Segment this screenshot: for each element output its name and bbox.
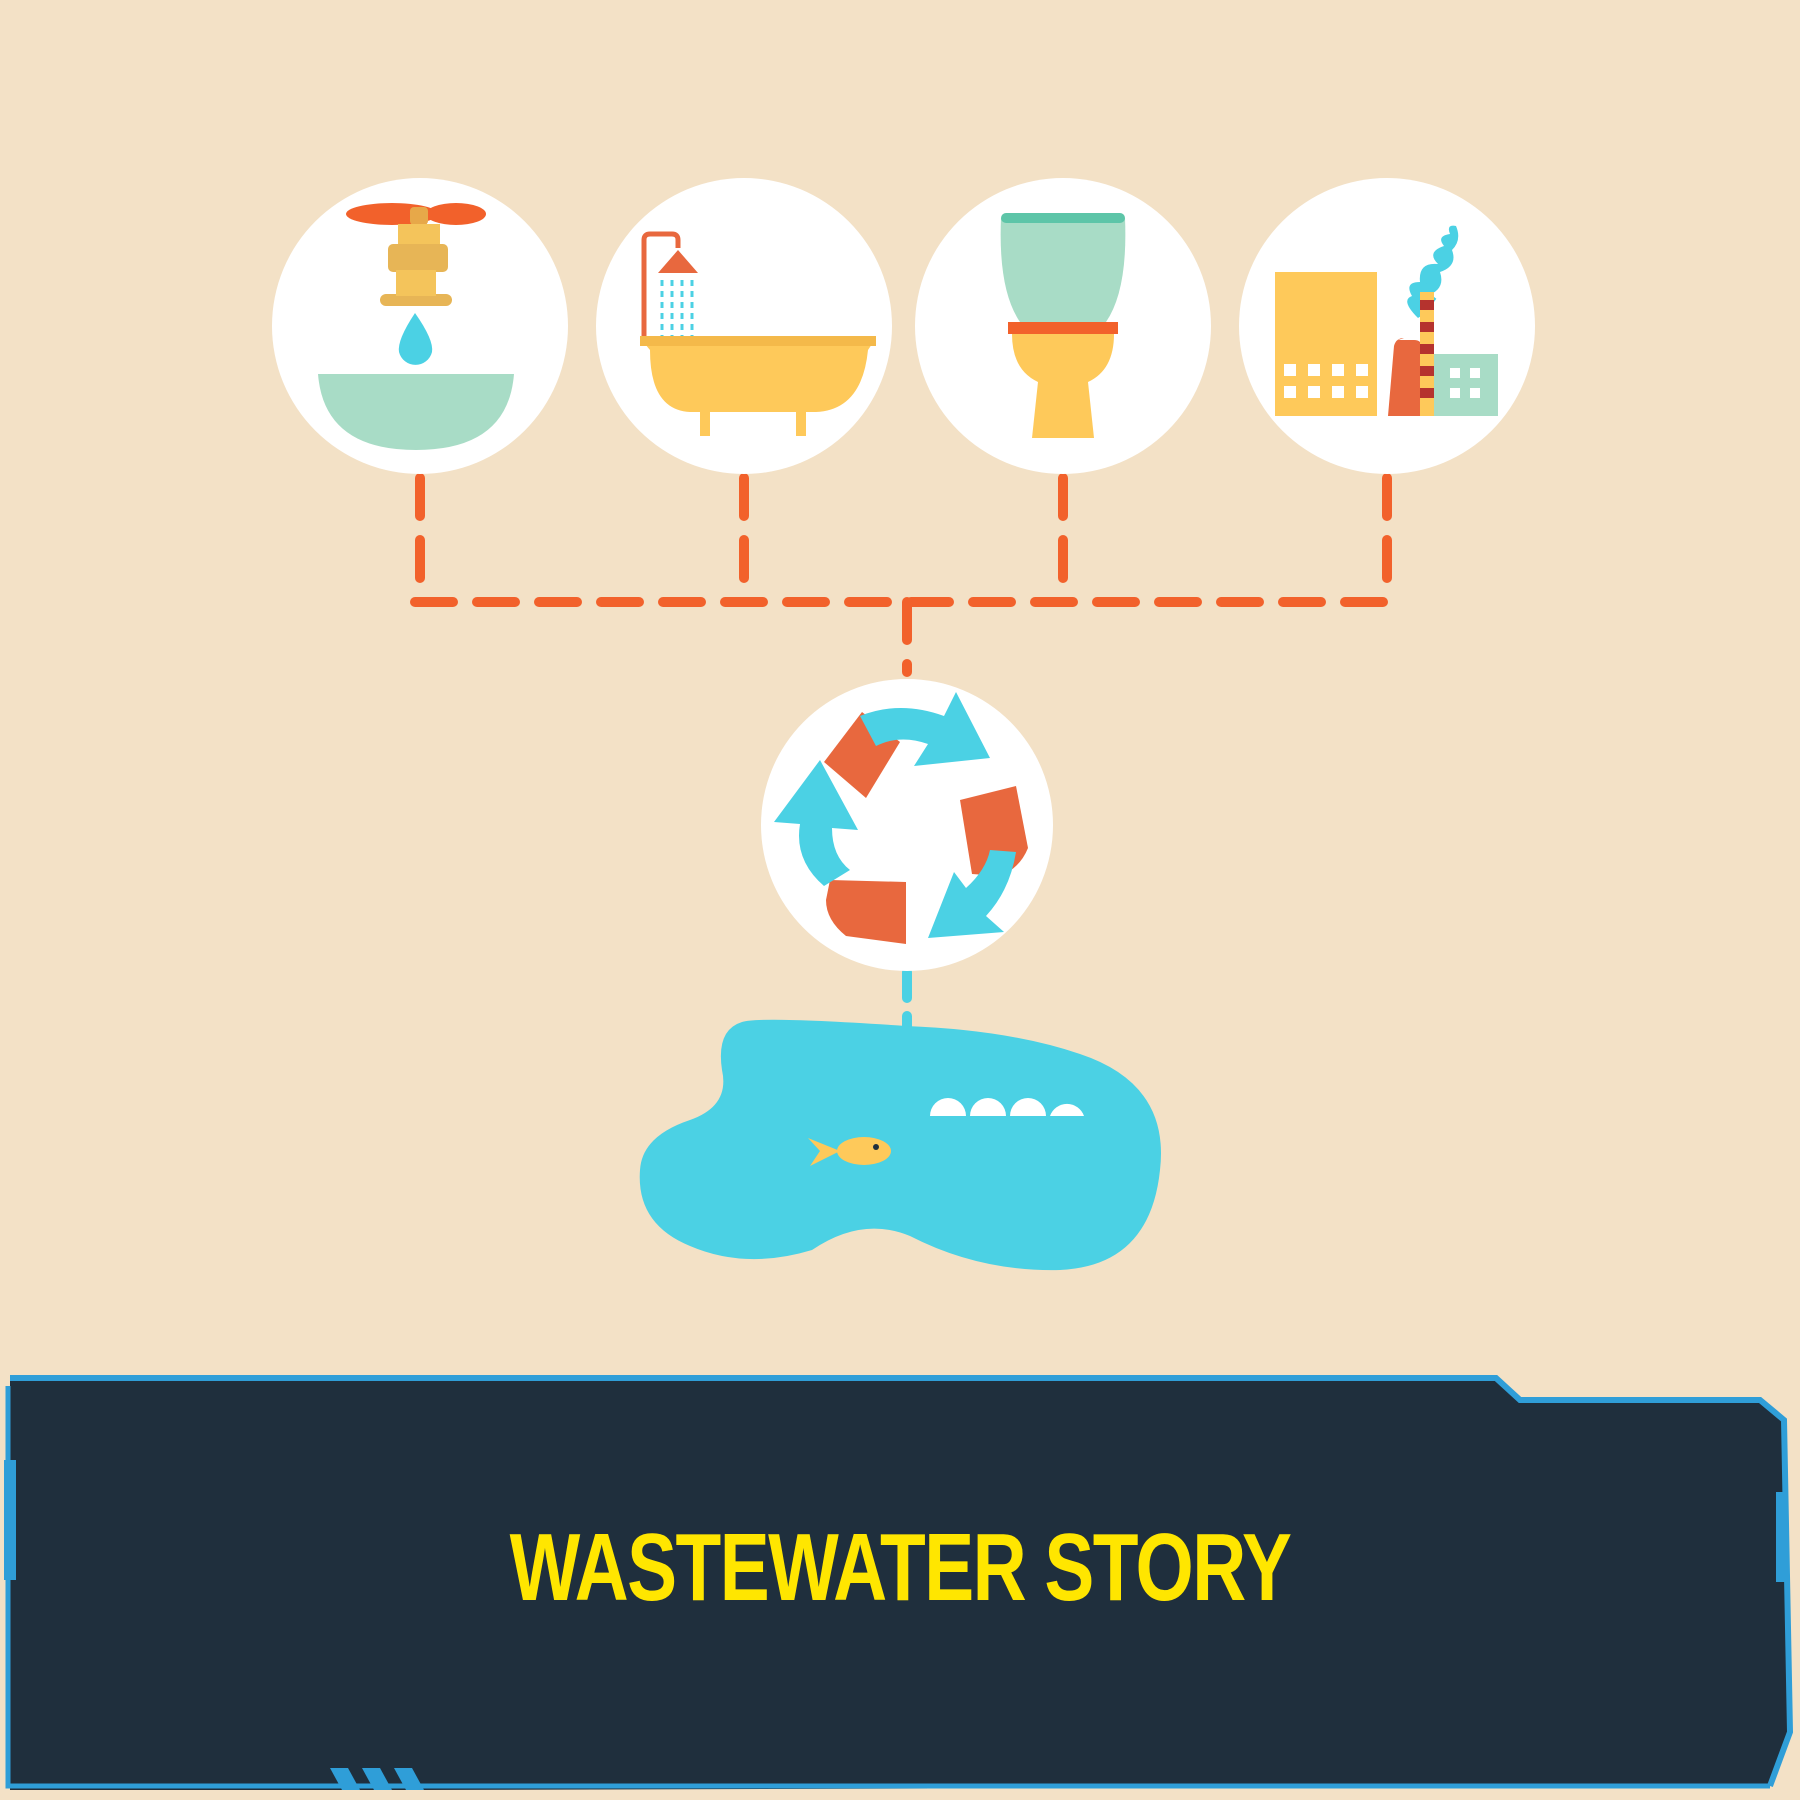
source-sink <box>272 178 568 474</box>
factory-icon <box>1275 225 1498 416</box>
source-bath <box>596 178 892 474</box>
title-banner <box>0 1372 1800 1800</box>
fish-icon <box>808 1137 891 1166</box>
recycle-icon <box>774 692 1028 944</box>
banner-title: WASTEWATER STORY <box>509 1514 1292 1621</box>
faucet-sink-icon <box>318 203 514 450</box>
wastewater-diagram <box>272 178 1535 1271</box>
toilet-icon <box>1000 213 1126 438</box>
shower-bathtub-icon <box>640 231 876 436</box>
banner-frame <box>4 1375 1794 1790</box>
pipe-network <box>410 473 1397 677</box>
source-factory <box>1239 178 1535 474</box>
source-toilet <box>915 178 1211 474</box>
treatment-process <box>761 679 1053 971</box>
lake-with-fish-icon <box>639 1019 1161 1271</box>
